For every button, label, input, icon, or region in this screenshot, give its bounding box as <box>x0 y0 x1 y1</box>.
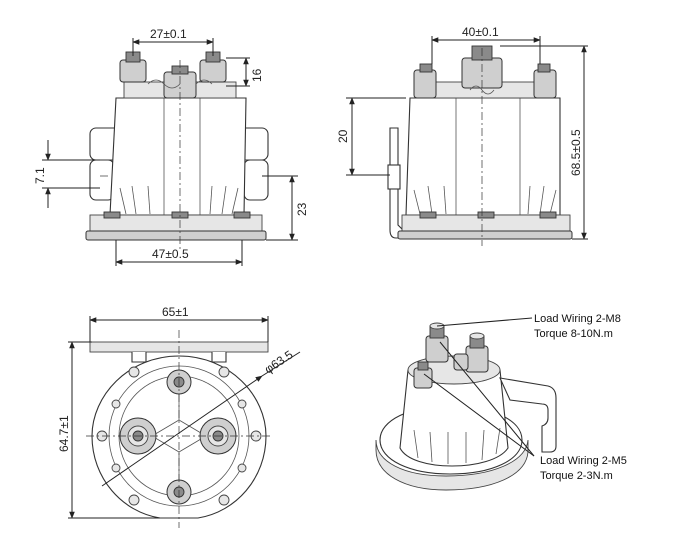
side-view: 40±0.1 20 68.5±0.5 <box>336 25 588 246</box>
label-load-m8-title: Load Wiring 2-M8 <box>534 313 621 325</box>
label-load-m5-torque: Torque 2-3N.m <box>540 470 613 482</box>
bottom-view: 65±1 64.7±1 φ63.5 <box>57 305 301 528</box>
dim-side-top-width: 40±0.1 <box>462 25 499 39</box>
dim-bottom-width: 65±1 <box>162 305 189 319</box>
dim-front-base-width: 47±0.5 <box>152 247 189 261</box>
dim-front-top-width: 27±0.1 <box>150 27 187 41</box>
label-load-m5-title: Load Wiring 2-M5 <box>540 455 627 467</box>
dim-front-nut-height: 16 <box>250 68 264 82</box>
label-load-m8-torque: Torque 8-10N.m <box>534 328 613 340</box>
dim-bottom-height: 64.7±1 <box>57 415 71 452</box>
dim-side-total-height: 68.5±0.5 <box>569 129 583 176</box>
dim-front-mount-height: 7.1 <box>33 167 47 184</box>
dim-side-body-height: 20 <box>336 129 350 143</box>
dim-front-base-height: 23 <box>295 202 309 216</box>
isometric-view: Load Wiring 2-M8 Torque 8-10N.m Load Wir… <box>375 313 627 491</box>
front-view: 27±0.1 16 7.1 23 47±0.5 <box>33 27 309 266</box>
